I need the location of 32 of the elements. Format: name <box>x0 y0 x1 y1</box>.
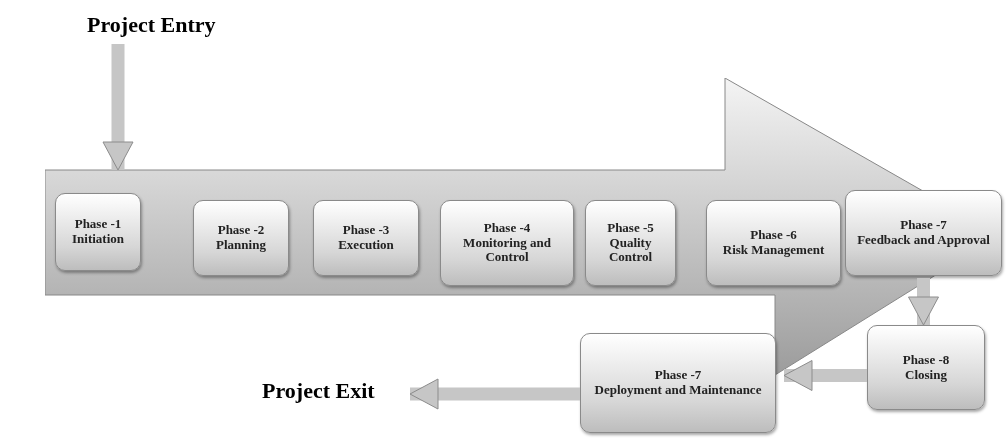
block-arrow <box>409 378 580 410</box>
block-arrow <box>102 44 134 171</box>
phase-name: Feedback and Approval <box>857 233 990 248</box>
phase-box <box>55 193 141 271</box>
phase-box <box>867 325 985 410</box>
phase-name: Quality Control <box>607 235 654 266</box>
phase-name: Planning <box>216 238 266 253</box>
phase-name: Deployment and Maintenance <box>594 383 762 398</box>
exit-label: Project Exit <box>262 378 376 404</box>
phase-box <box>706 200 841 286</box>
phase-box <box>440 200 574 286</box>
phase-title: Phase -7 <box>654 368 702 383</box>
phase-box <box>313 200 419 276</box>
phase-name: Risk Management <box>722 243 825 258</box>
entry-label: Project Entry <box>87 12 217 38</box>
phase-title: Phase -3 <box>342 223 390 238</box>
phase-name: Execution <box>338 238 394 253</box>
phase-box <box>193 200 289 276</box>
phase-box <box>585 200 676 286</box>
phase-box <box>845 190 1002 276</box>
phase-name: Monitoring and Control <box>462 235 552 266</box>
phase-title: Phase -8 <box>902 352 950 368</box>
phase-title: Phase -7 <box>900 218 947 233</box>
phase-title: Phase -1 <box>74 217 122 232</box>
phase-title: Phase -5 <box>607 220 654 236</box>
phase-name: Initiation <box>72 232 124 247</box>
phase-box <box>580 333 776 433</box>
phase-title: Phase -6 <box>750 228 797 243</box>
phase-name: Closing <box>905 367 947 383</box>
phase-title: Phase -4 <box>483 220 531 236</box>
phase-title: Phase -2 <box>217 223 265 238</box>
block-arrow <box>783 360 867 391</box>
